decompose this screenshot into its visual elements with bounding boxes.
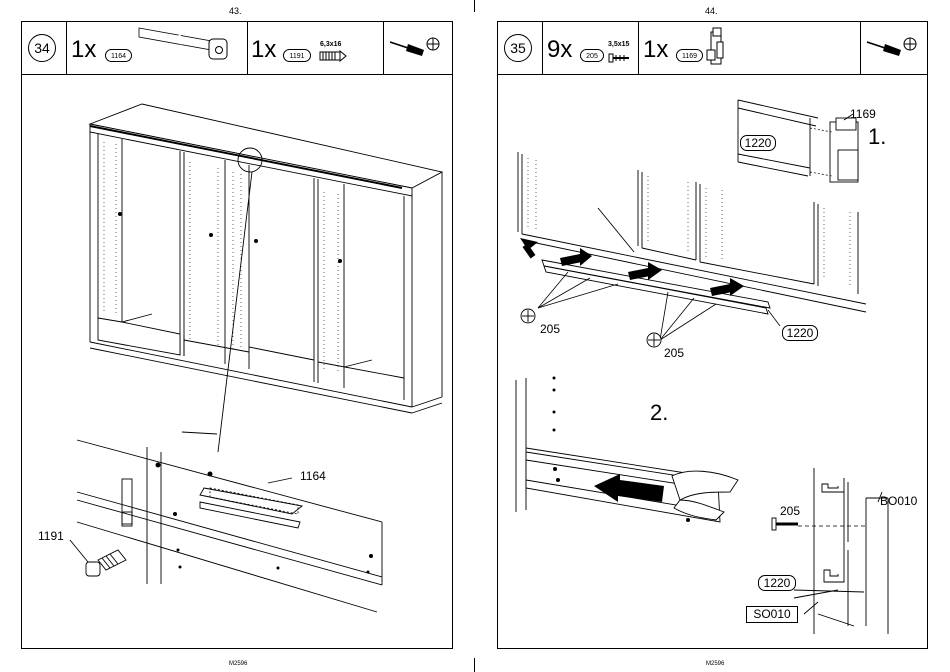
- label-bo010: BO010: [880, 494, 917, 508]
- label-rail-1220-main: 1220: [782, 325, 818, 341]
- footer-code-left: M2596: [229, 661, 247, 667]
- page-number-left: 43.: [229, 6, 242, 16]
- label-part-1164: 1164: [300, 469, 326, 483]
- step-34-panel: 34 1x 1164 1x 1191 6,3x16: [21, 21, 453, 649]
- step-35-panel: 35 9x 205 3,5x15 1x 1169: [497, 21, 928, 649]
- label-screw-205-right: 205: [664, 346, 684, 360]
- label-detail-screw-205: 205: [780, 504, 800, 518]
- label-stage-one: 1.: [868, 124, 886, 150]
- label-clip-1169: 1169: [850, 107, 876, 121]
- page-divider-top: [474, 0, 475, 12]
- page-divider-bottom: [474, 658, 475, 672]
- label-part-1191: 1191: [38, 529, 64, 543]
- label-screw-205-left: 205: [540, 322, 560, 336]
- label-detail-rail-1220: 1220: [758, 575, 796, 591]
- label-so010: SO010: [746, 606, 798, 623]
- wardrobe-illustration: [22, 22, 454, 650]
- page-number-right: 44.: [705, 6, 718, 16]
- footer-code-right: M2596: [706, 661, 724, 667]
- label-stage-two: 2.: [650, 400, 668, 426]
- label-rail-1220-top: 1220: [740, 135, 776, 151]
